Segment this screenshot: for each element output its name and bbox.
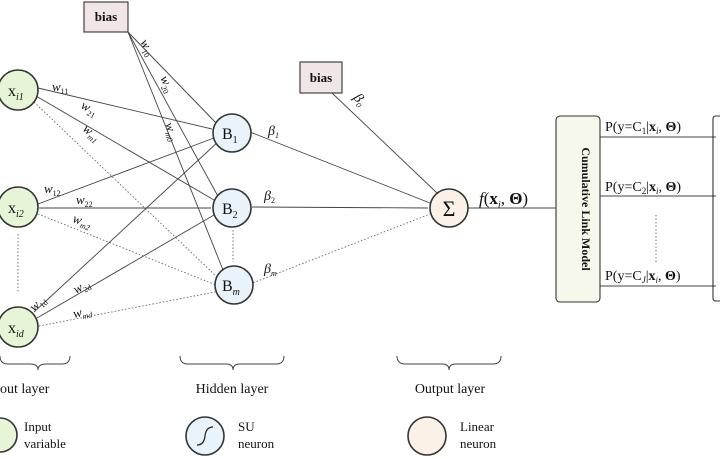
output-layer-label: Output layer xyxy=(415,382,486,397)
edge-bm-sum xyxy=(249,213,431,285)
svg-text:B1: B1 xyxy=(222,126,238,146)
hidden-bias-label: bias xyxy=(95,9,117,24)
beta-m: βm xyxy=(263,262,277,278)
input-node-2: xi2 xyxy=(0,186,39,228)
edge-b2-sum xyxy=(251,206,429,209)
weight-wm0: wm0 xyxy=(160,120,182,143)
edge-bias-b2 xyxy=(127,31,221,201)
output-classes-box-edge xyxy=(712,115,720,302)
hidden-node-bm: Bm xyxy=(214,265,254,305)
sigmoid-icon xyxy=(196,426,214,446)
output-layer-brace xyxy=(396,355,502,371)
prob-label-1: P(y=C1|xi, Θ) xyxy=(605,120,681,136)
input-layer-brace xyxy=(0,355,71,371)
edge-x1-bm xyxy=(33,101,219,279)
svg-text:xi2: xi2 xyxy=(8,200,24,220)
hidden-layer-label: Hidden layer xyxy=(196,382,269,397)
edge-bias0-sum xyxy=(331,92,438,194)
beta-labels: β0 β1 β2 βm xyxy=(263,90,369,278)
sum-symbol: Σ xyxy=(443,196,456,221)
input-node-1: xi1 xyxy=(0,69,39,111)
hidden-layer-brace xyxy=(179,355,285,371)
edge-x2-b1 xyxy=(37,137,215,205)
edge-b1-sum xyxy=(249,131,431,204)
edge-x2-bm xyxy=(37,213,217,286)
weight-wmd: wmd xyxy=(72,302,95,323)
beta-0: β0 xyxy=(349,90,369,109)
edge-bias-bm xyxy=(127,31,226,276)
prob-label-2: P(y=C2|xi, Θ) xyxy=(605,180,681,196)
legend-input-line2: variable xyxy=(24,436,66,451)
cumulative-link-model-box: Cumulative Link Model xyxy=(555,115,601,303)
svg-text:B2: B2 xyxy=(222,201,238,221)
legend-su-neuron: SU neuron xyxy=(185,416,275,456)
weight-w20: w20 xyxy=(155,73,177,95)
legend-linear-line2: neuron xyxy=(460,436,497,451)
hidden-bias-box: bias xyxy=(83,1,129,33)
weight-w12: w12 xyxy=(44,181,61,198)
input-layer-label: out layer xyxy=(0,382,50,397)
edge-xd-b1 xyxy=(33,140,220,313)
beta-2: β2 xyxy=(263,189,275,205)
connection-edges xyxy=(17,31,716,327)
input-node-d: xid xyxy=(0,306,39,348)
legend-linear-line1: Linear xyxy=(460,419,495,434)
edge-x1-b2 xyxy=(35,95,215,201)
layer-braces xyxy=(0,355,502,371)
svg-text:Bm: Bm xyxy=(222,278,240,298)
legend-su-line1: SU xyxy=(238,419,255,434)
output-sum-node: Σ xyxy=(429,188,469,228)
svg-text:xid: xid xyxy=(8,320,25,340)
edge-xd-b2 xyxy=(36,214,215,319)
beta-1: β1 xyxy=(267,124,279,140)
weight-w11: w11 xyxy=(52,79,68,96)
output-function-label: f(xi, Θ) xyxy=(479,189,528,211)
svg-text:xi1: xi1 xyxy=(8,83,24,103)
weight-w22: w22 xyxy=(76,192,93,209)
prob-label-j: P(y=CJ|xi, Θ) xyxy=(605,269,681,285)
hidden-node-b2: B2 xyxy=(212,188,252,228)
output-bias-box: bias xyxy=(299,61,343,94)
hidden-node-b1: B1 xyxy=(212,113,252,153)
weight-w2d: w2d xyxy=(70,276,93,299)
legend-linear-neuron: Linear neuron xyxy=(407,416,497,456)
weight-wm2: wm2 xyxy=(70,211,93,233)
edge-xd-bm xyxy=(38,291,216,327)
legend-input-line1: Input xyxy=(24,419,52,434)
legend-su-line2: neuron xyxy=(238,436,275,451)
edge-bias-b1 xyxy=(127,31,219,126)
output-bias-label: bias xyxy=(310,70,332,85)
weight-w21: w21 xyxy=(78,97,101,120)
legend: Input variable SU neuron Linear neuron xyxy=(0,416,497,456)
edge-x1-b1 xyxy=(37,87,213,130)
legend-input-variable: Input variable xyxy=(0,417,66,453)
weight-w10: w10 xyxy=(136,36,159,59)
clm-label: Cumulative Link Model xyxy=(579,147,593,271)
